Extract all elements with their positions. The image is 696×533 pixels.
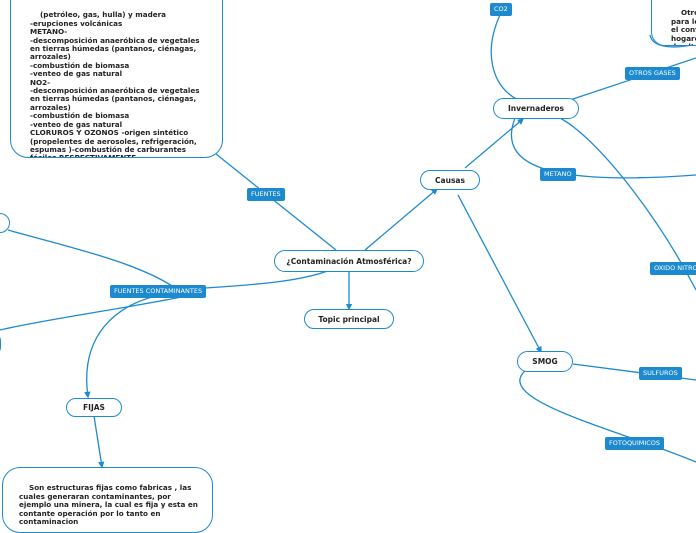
edge-root-causas [364, 188, 438, 251]
smog-node[interactable]: SMOG [517, 351, 573, 372]
topic-principal-node[interactable]: Topic principal [304, 309, 394, 329]
label-oxido-nitro[interactable]: OXIDO NITRO [650, 262, 696, 275]
fijas-detail-box: Son estructuras fijas como fabricas , la… [2, 467, 213, 533]
edge-fijas-detail [93, 415, 105, 469]
fuentes-detail-text: (petróleo, gas, hulla) y madera -erupcio… [30, 10, 200, 158]
label-otros-gases[interactable]: OTROS GASES [625, 67, 680, 80]
fuentes-detail-box: (petróleo, gas, hulla) y madera -erupcio… [10, 0, 223, 158]
edge-root-fuentes [215, 153, 337, 251]
label-co2[interactable]: CO2 [490, 3, 512, 16]
edge-smog-fotoquimicos [519, 369, 696, 463]
label-fuentes[interactable]: FUENTES [247, 188, 285, 201]
edge-fc-fijas [84, 291, 179, 399]
edge-causas-smog [457, 194, 542, 354]
label-metano[interactable]: METANO [540, 168, 576, 181]
otros-gases-detail-text: Otros g para lo el conf hogare de alto [671, 8, 696, 45]
invernaderos-node[interactable]: Invernaderos [493, 98, 579, 119]
label-fotoquimicos[interactable]: FOTOQUIMICOS [605, 437, 665, 450]
edge-causas-invernaderos [464, 118, 524, 169]
root-node[interactable]: ¿Contaminación Atmosférica? [274, 250, 424, 272]
causas-node[interactable]: Causas [420, 170, 480, 190]
label-sulfuros[interactable]: SULFUROS [639, 367, 682, 380]
fijas-node[interactable]: FIJAS [66, 398, 122, 417]
edge-fc-left-upper [7, 229, 179, 291]
label-fuentes-contaminantes[interactable]: FUENTES CONTAMINANTES [110, 285, 207, 298]
edge-invernaderos-co2 [490, 14, 519, 101]
edge-root-fuentes-contaminantes [204, 269, 331, 289]
otros-gases-detail-box: Otros g para lo el conf hogare de alto [651, 0, 696, 46]
